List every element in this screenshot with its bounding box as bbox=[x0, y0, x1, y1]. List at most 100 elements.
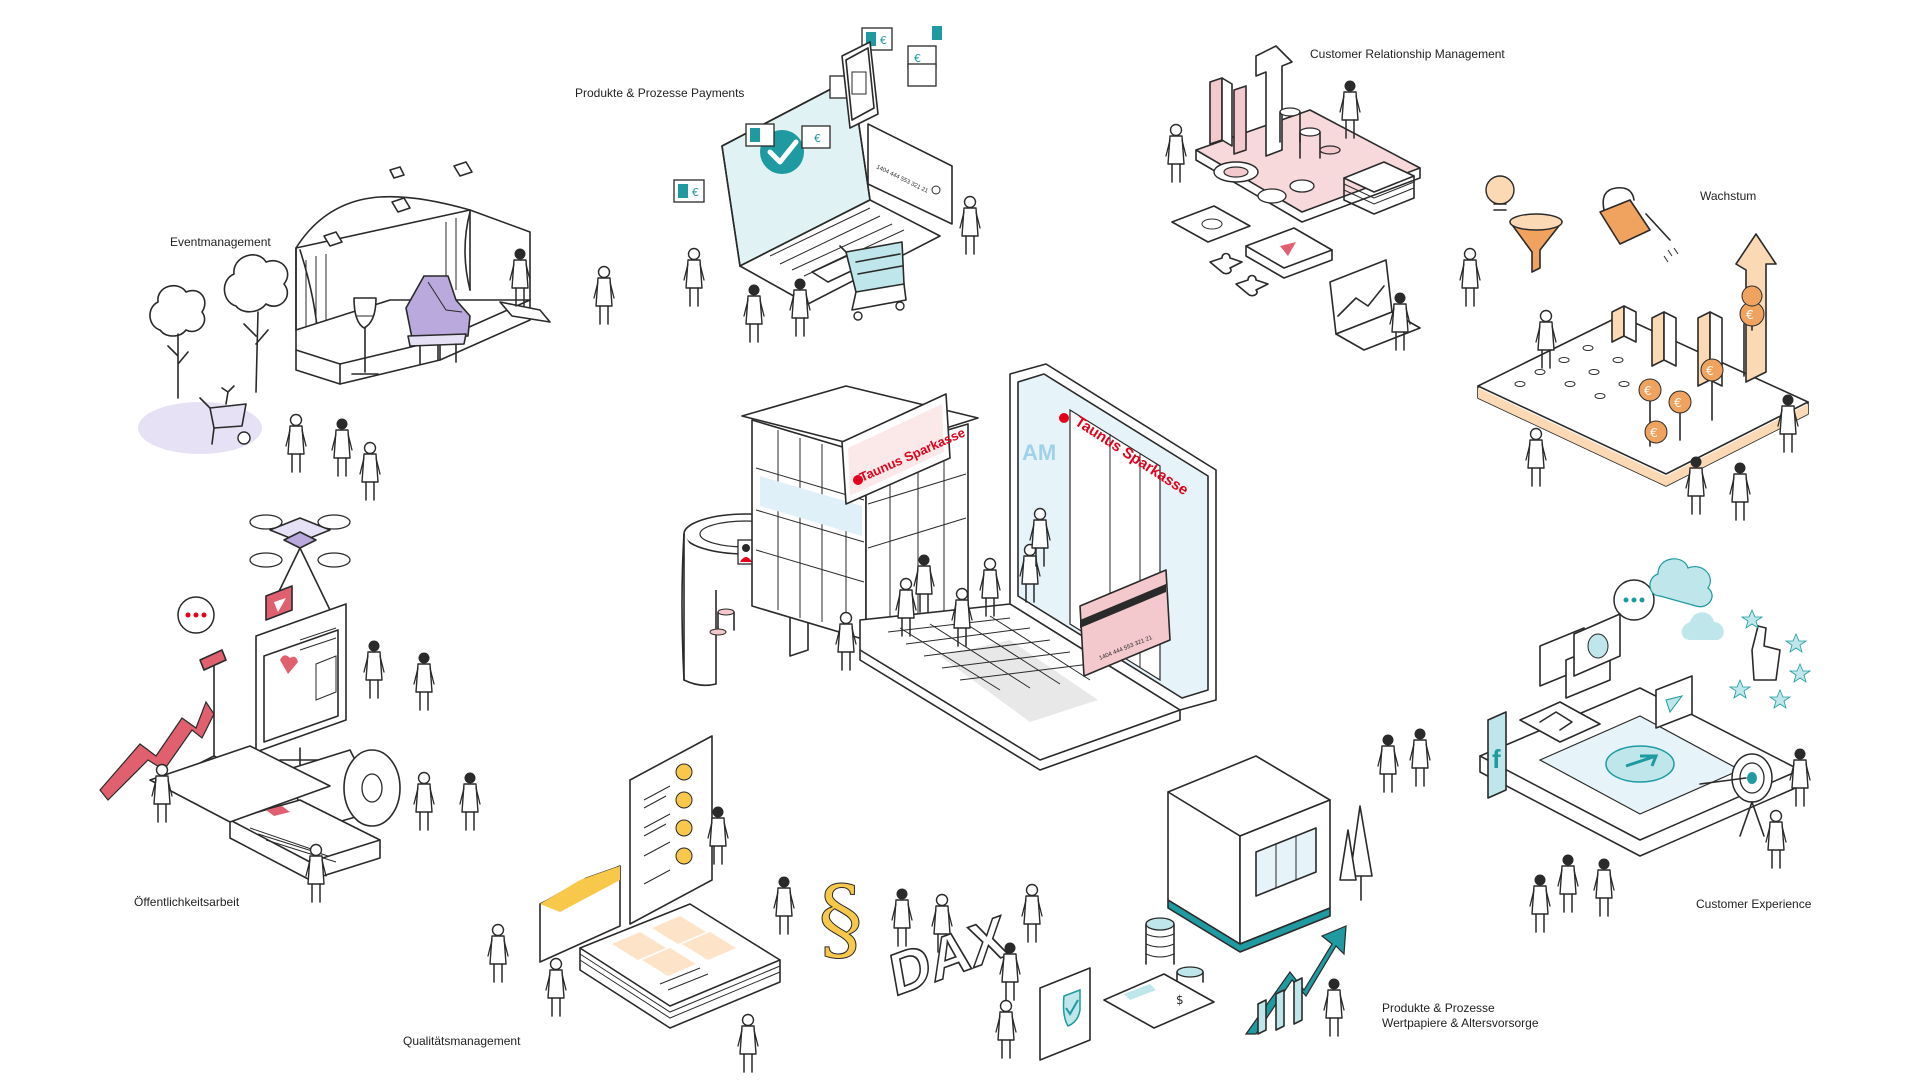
facebook-letter: f bbox=[1492, 744, 1501, 774]
shield-check-icon bbox=[1039, 967, 1091, 1061]
cloud-icon bbox=[1649, 558, 1724, 640]
facebook-icon: f bbox=[1487, 711, 1507, 799]
person-figure bbox=[285, 413, 307, 473]
chat-bubble-icon bbox=[177, 596, 215, 634]
svg-text:€: € bbox=[914, 52, 921, 65]
label-growth[interactable]: Wachstum bbox=[1700, 189, 1757, 203]
person-figure bbox=[1729, 461, 1751, 521]
person-figure bbox=[1557, 853, 1579, 913]
euro-banknote-icon: € € € € bbox=[673, 26, 942, 203]
coin-stack-icon bbox=[1279, 107, 1341, 159]
svg-text:€: € bbox=[1644, 384, 1652, 398]
puzzle-icon bbox=[1209, 252, 1269, 297]
donut-chart-icon bbox=[1213, 161, 1315, 204]
credit-card-icon: 1404 444 553 321 21 bbox=[867, 123, 953, 225]
envelope-icon bbox=[539, 865, 621, 963]
svg-text:€: € bbox=[1650, 426, 1658, 440]
wheelbarrow-icon bbox=[199, 385, 251, 445]
house-icon bbox=[1167, 755, 1331, 953]
star-icon bbox=[1728, 608, 1812, 709]
laptop-checkmark bbox=[721, 77, 941, 305]
tree-icon bbox=[149, 284, 206, 399]
label-public-relations[interactable]: Öffentlichkeitsarbeit bbox=[134, 895, 240, 909]
arrow-up-icon bbox=[1255, 45, 1293, 157]
public-relations-group bbox=[99, 514, 481, 903]
screen-initials: AM bbox=[1022, 440, 1056, 465]
tree-icon bbox=[1339, 805, 1373, 901]
person-figure bbox=[359, 441, 381, 501]
handshake-icon bbox=[1519, 701, 1601, 743]
target-icon bbox=[1699, 753, 1773, 837]
person-figure bbox=[1529, 873, 1551, 933]
payments-group: € € € € 1404 444 553 321 21 bbox=[673, 26, 981, 343]
drone-icon bbox=[249, 514, 351, 611]
stool-icon bbox=[709, 608, 735, 636]
person-with-laptop-figure bbox=[773, 875, 795, 935]
wine-glass-icon bbox=[351, 297, 379, 375]
person-with-laptop-figure bbox=[593, 265, 615, 325]
svg-text:€: € bbox=[880, 34, 887, 47]
person-figure bbox=[683, 247, 705, 307]
smartphone-icon bbox=[841, 41, 879, 129]
document-stack-icon bbox=[579, 903, 781, 1029]
person-figure bbox=[743, 283, 765, 343]
person-figure bbox=[1525, 427, 1547, 487]
play-button-icon bbox=[1655, 675, 1693, 729]
person-figure bbox=[1765, 809, 1787, 869]
svg-text:€: € bbox=[814, 132, 821, 145]
person-figure bbox=[331, 417, 353, 477]
person-figure bbox=[413, 651, 435, 711]
person-figure bbox=[1409, 727, 1431, 787]
checklist-board bbox=[629, 735, 713, 925]
watering-can-icon bbox=[1599, 186, 1679, 263]
person-figure bbox=[1165, 123, 1187, 183]
person-figure bbox=[1323, 977, 1345, 1037]
person-figure bbox=[1459, 247, 1481, 307]
securities-group: DAX $ bbox=[884, 727, 1431, 1061]
euro-coin-plant-icon: € € € € € bbox=[1638, 285, 1765, 447]
customer-experience-group: f bbox=[1479, 558, 1812, 933]
crm-group bbox=[1165, 45, 1421, 351]
billboard bbox=[255, 585, 347, 771]
spotlight-icon bbox=[323, 161, 473, 247]
paragraph-symbol-icon: § bbox=[818, 867, 864, 973]
thumbs-up-icon bbox=[1751, 625, 1781, 681]
person-figure bbox=[459, 771, 481, 831]
camera-icon bbox=[1573, 613, 1621, 677]
soil-holes bbox=[1514, 345, 1630, 399]
person-figure bbox=[737, 1013, 759, 1073]
euro-symbol: € bbox=[692, 186, 699, 199]
coin-stack-icon bbox=[1145, 917, 1204, 983]
tablet-icon bbox=[1171, 205, 1251, 243]
person-figure bbox=[1389, 291, 1411, 351]
label-crm[interactable]: Customer Relationship Management bbox=[1310, 47, 1505, 61]
label-securities[interactable]: Produkte & Prozesse Wertpapiere & Alters… bbox=[1382, 1001, 1539, 1030]
light-bulb-icon bbox=[1485, 175, 1515, 211]
label-eventmanagement[interactable]: Eventmanagement bbox=[170, 235, 271, 249]
label-customer-experience[interactable]: Customer Experience bbox=[1696, 897, 1812, 911]
stand-lamp-icon bbox=[189, 649, 239, 769]
quality-group: § bbox=[487, 735, 953, 1073]
tree-icon bbox=[223, 254, 289, 393]
event-stage-group bbox=[138, 161, 615, 501]
person-figure bbox=[487, 923, 509, 983]
svg-text:€: € bbox=[1706, 364, 1714, 378]
person-figure bbox=[363, 639, 385, 699]
label-quality[interactable]: Qualitätsmanagement bbox=[403, 1034, 521, 1048]
svg-text:€: € bbox=[1746, 308, 1754, 322]
laptop-keyboard-base bbox=[859, 603, 1181, 771]
label-payments[interactable]: Produkte & Prozesse Payments bbox=[575, 86, 745, 100]
person-figure bbox=[995, 999, 1017, 1059]
person-figure bbox=[1377, 733, 1399, 793]
growth-group: € € € € € bbox=[1459, 175, 1809, 521]
cheque-icon: $ bbox=[1103, 973, 1215, 1029]
person-figure bbox=[1789, 747, 1811, 807]
person-figure bbox=[1593, 857, 1615, 917]
bank-sign: Taunus Sparkasse bbox=[841, 393, 967, 505]
central-bank-scene: Taunus Sparkasse AM Taunus Sparkasse 140… bbox=[681, 363, 1217, 771]
shopping-cart-icon bbox=[839, 241, 907, 321]
person-figure bbox=[545, 957, 567, 1017]
paragraph-symbol: § bbox=[818, 867, 863, 972]
video-player-icon bbox=[1245, 227, 1333, 279]
